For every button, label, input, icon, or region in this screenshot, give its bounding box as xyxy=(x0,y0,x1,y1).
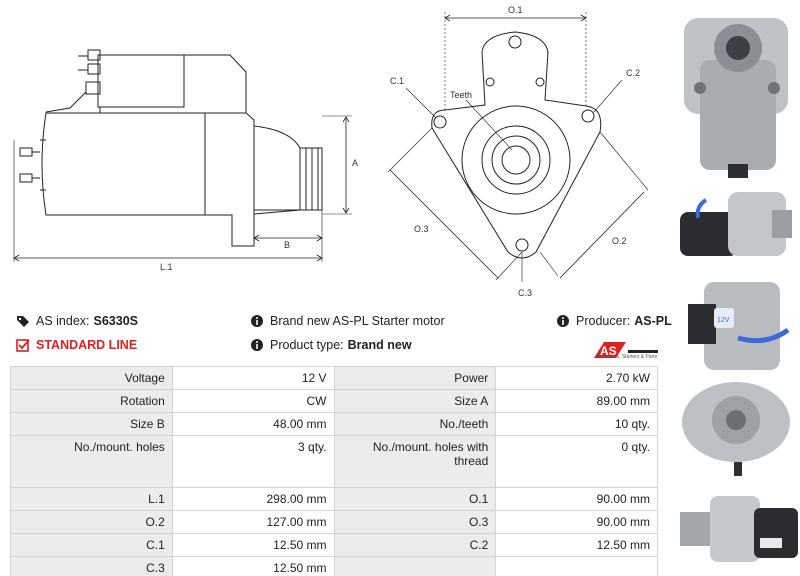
dim-label-o3: O.3 xyxy=(414,224,429,234)
product-type: Product type: Brand new xyxy=(250,338,412,352)
spec-value: 90.00 mm xyxy=(495,510,658,534)
spec-value xyxy=(495,556,658,576)
front-view-drawing xyxy=(387,12,649,282)
spec-value: 10 qty. xyxy=(495,412,658,436)
table-row: Rotation CW Size A 89.00 mm xyxy=(10,389,658,413)
description-text: Brand new AS-PL Starter motor xyxy=(270,314,445,328)
spec-label: O.3 xyxy=(333,510,497,534)
dim-label-l1: L.1 xyxy=(160,262,173,272)
spec-label: Rotation xyxy=(10,389,173,413)
product-type-label: Product type: xyxy=(270,338,344,352)
tag-icon xyxy=(17,316,29,327)
spec-label: Voltage xyxy=(10,366,173,390)
table-row: L.1 298.00 mm O.1 90.00 mm xyxy=(10,487,658,511)
logo-subtitle: Alternators, Starters & Parts xyxy=(594,354,658,360)
product-info: AS index: S6330S STANDARD LINE Brand new… xyxy=(0,306,672,360)
info-icon xyxy=(557,315,569,327)
spec-value: 0 qty. xyxy=(495,435,658,488)
side-view-drawing xyxy=(13,49,352,262)
spec-value: 3 qty. xyxy=(171,435,335,488)
spec-value: 12.50 mm xyxy=(171,556,335,576)
table-row: O.2 127.00 mm O.3 90.00 mm xyxy=(10,510,658,534)
as-index: AS index: S6330S xyxy=(16,314,138,328)
table-row: C.1 12.50 mm C.2 12.50 mm xyxy=(10,533,658,557)
spec-label: C.1 xyxy=(10,533,173,557)
as-pl-logo: AS xyxy=(594,342,658,358)
spec-value: 48.00 mm xyxy=(171,412,335,436)
spec-value: 2.70 kW xyxy=(495,366,658,390)
spec-label: No./mount. holes with thread xyxy=(333,435,497,488)
table-row: Voltage 12 V Power 2.70 kW xyxy=(10,366,658,390)
spec-label: O.2 xyxy=(10,510,173,534)
dim-label-c1: C.1 xyxy=(390,76,404,86)
table-row: C.3 12.50 mm xyxy=(10,556,658,576)
technical-drawings: A B L.1 O.1 C.1 C.2 Teeth O.3 O.2 C.3 xyxy=(13,5,649,298)
spec-label: O.1 xyxy=(333,487,497,511)
spec-label: Size B xyxy=(10,412,173,436)
table-row: No./mount. holes 3 qty. No./mount. holes… xyxy=(10,435,658,488)
spec-label: No./mount. holes xyxy=(10,435,173,488)
producer: Producer: AS-PL xyxy=(556,314,672,328)
spec-value: CW xyxy=(171,389,335,413)
dim-label-o1: O.1 xyxy=(508,5,523,15)
as-index-label: AS index: xyxy=(36,314,90,328)
photo-side-view xyxy=(680,192,792,256)
spec-value: 298.00 mm xyxy=(171,487,335,511)
as-index-value: S6330S xyxy=(93,314,138,328)
producer-label: Producer: xyxy=(576,314,631,328)
dim-label-teeth: Teeth xyxy=(450,90,472,100)
dim-label-a: A xyxy=(352,158,358,168)
producer-value: AS-PL xyxy=(634,314,672,328)
info-icon xyxy=(251,315,263,327)
spec-label: Size A xyxy=(333,389,497,413)
product-type-value: Brand new xyxy=(347,338,412,352)
spec-label: No./teeth xyxy=(333,412,497,436)
spec-value: 127.00 mm xyxy=(171,510,335,534)
spec-value: 12.50 mm xyxy=(171,533,335,557)
standard-line: STANDARD LINE xyxy=(16,338,137,352)
spec-label: C.3 xyxy=(10,556,173,576)
photo-bottom-view xyxy=(680,496,798,562)
voltage-badge: 12V xyxy=(717,317,730,324)
spec-label: L.1 xyxy=(10,487,173,511)
logo-text: AS xyxy=(600,344,617,358)
product-photos: 12V xyxy=(676,0,800,576)
photo-top-view: 12V xyxy=(688,282,790,370)
spec-value: 12 V xyxy=(171,366,335,390)
dim-label-c3: C.3 xyxy=(518,288,532,298)
spec-value: 90.00 mm xyxy=(495,487,658,511)
spec-label xyxy=(333,556,497,576)
spec-label: Power xyxy=(333,366,497,390)
table-row: Size B 48.00 mm No./teeth 10 qty. xyxy=(10,412,658,436)
dim-label-o2: O.2 xyxy=(612,236,627,246)
dim-label-b: B xyxy=(284,240,290,250)
specs-table: Voltage 12 V Power 2.70 kW Rotation CW S… xyxy=(10,366,658,576)
info-icon xyxy=(251,339,263,351)
photo-rear-view xyxy=(682,382,790,476)
dim-label-c2: C.2 xyxy=(626,68,640,78)
spec-value: 12.50 mm xyxy=(495,533,658,557)
spec-value: 89.00 mm xyxy=(495,389,658,413)
check-square-icon xyxy=(16,339,30,352)
photo-front-view xyxy=(684,18,788,178)
description: Brand new AS-PL Starter motor xyxy=(250,314,445,328)
spec-label: C.2 xyxy=(333,533,497,557)
standard-line-label: STANDARD LINE xyxy=(36,338,138,352)
